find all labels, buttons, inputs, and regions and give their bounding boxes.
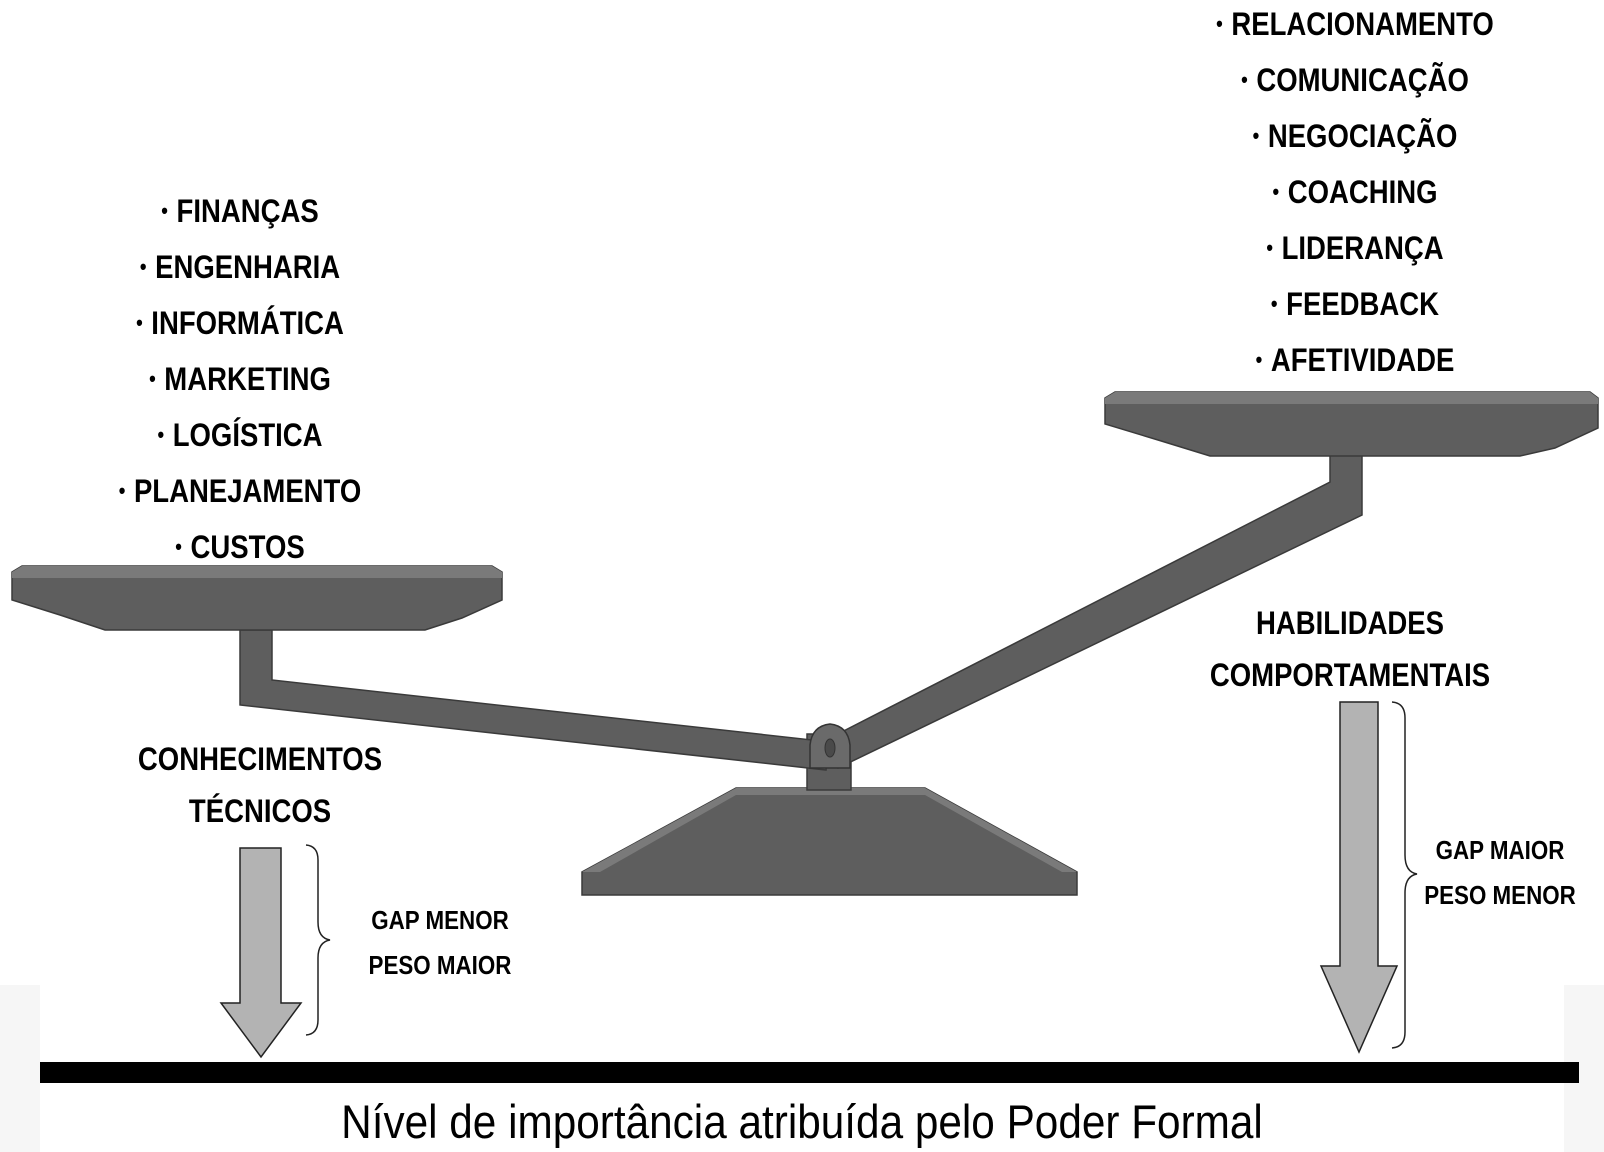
title-line: COMPORTAMENTAIS	[1209, 657, 1491, 693]
list-item: AFETIVIDADE	[1192, 334, 1519, 390]
gap-brace-left	[305, 844, 331, 1036]
gap-label-left: GAP MENOR PESO MAIOR	[354, 898, 526, 988]
list-item: FEEDBACK	[1192, 278, 1519, 334]
title-line: TÉCNICOS	[188, 793, 332, 829]
technical-knowledge-title: CONHECIMENTOS TÉCNICOS	[114, 733, 406, 837]
list-item: CUSTOS	[94, 521, 386, 577]
gap-line: GAP MAIOR	[1435, 835, 1565, 865]
list-item: LOGÍSTICA	[94, 409, 386, 465]
gap-line: PESO MAIOR	[368, 950, 512, 980]
title-line: CONHECIMENTOS	[137, 741, 383, 777]
gap-line: PESO MENOR	[1424, 880, 1576, 910]
formal-power-caption: Nível de importância atribuída pelo Pode…	[341, 1095, 1263, 1148]
left-edge-fade	[0, 985, 40, 1152]
list-item: MARKETING	[94, 353, 386, 409]
gap-arrow-right	[1319, 701, 1399, 1054]
list-item: ENGENHARIA	[94, 241, 386, 297]
list-item: PLANEJAMENTO	[94, 465, 386, 521]
list-item: INFORMÁTICA	[94, 297, 386, 353]
behavioral-skills-list: RELACIONAMENTO COMUNICAÇÃO NEGOCIAÇÃO CO…	[1165, 0, 1545, 390]
scale-base-top	[582, 788, 1077, 872]
scale-pan-right-rim	[1105, 392, 1598, 404]
list-item: RELACIONAMENTO	[1192, 0, 1519, 54]
baseline-bar	[40, 1062, 1579, 1083]
scale-base	[581, 787, 1078, 896]
gap-line: GAP MENOR	[371, 905, 509, 935]
list-item: NEGOCIAÇÃO	[1192, 110, 1519, 166]
gap-arrow-left	[219, 847, 303, 1059]
scale-pivot-hole	[824, 738, 836, 758]
title-line: HABILIDADES	[1255, 605, 1445, 641]
list-item: FINANÇAS	[94, 185, 386, 241]
list-item: COMUNICAÇÃO	[1192, 54, 1519, 110]
technical-knowledge-list: FINANÇAS ENGENHARIA INFORMÁTICA MARKETIN…	[70, 185, 410, 577]
list-item: COACHING	[1192, 166, 1519, 222]
list-item: LIDERANÇA	[1192, 222, 1519, 278]
gap-label-right: GAP MAIOR PESO MENOR	[1414, 828, 1586, 918]
gap-brace-right	[1391, 701, 1418, 1049]
behavioral-skills-title: HABILIDADES COMPORTAMENTAIS	[1178, 597, 1522, 701]
